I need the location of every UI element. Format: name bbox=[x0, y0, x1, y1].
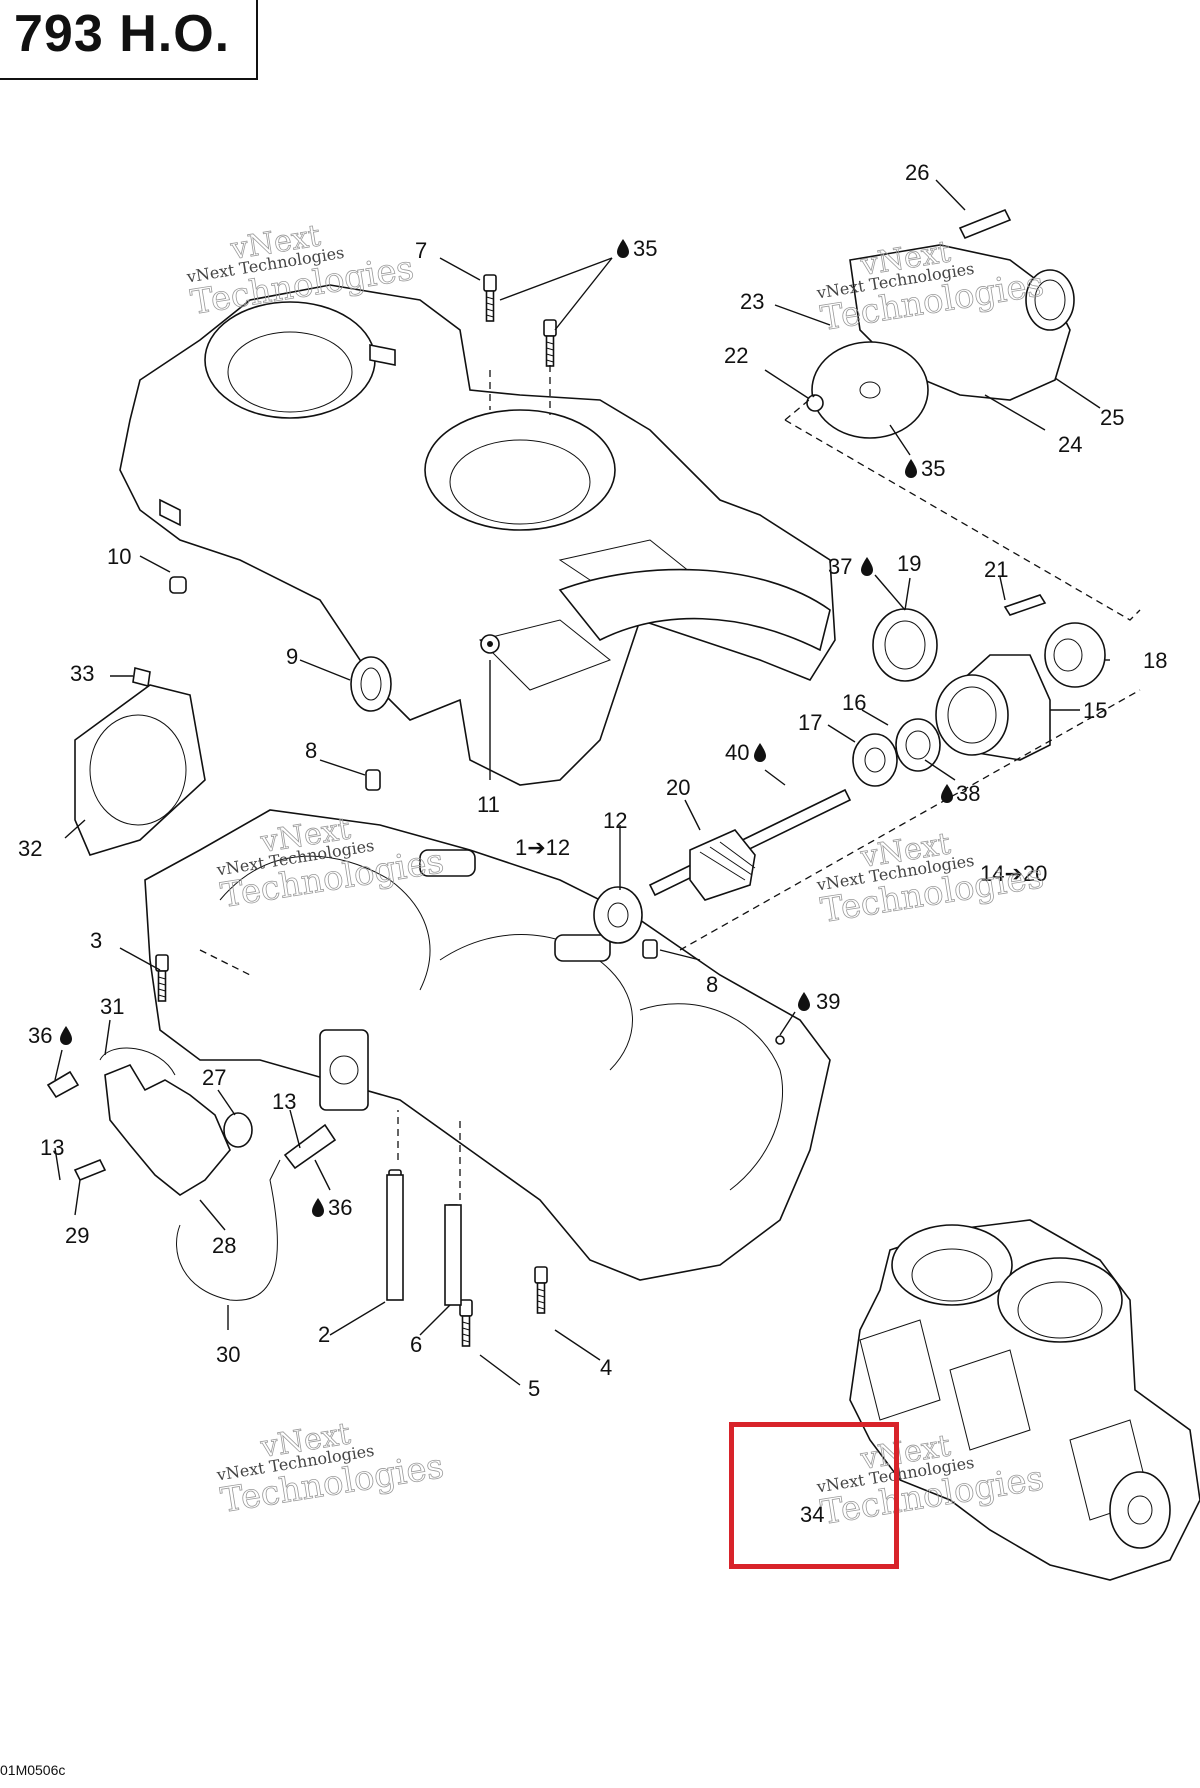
water-pump-housing bbox=[806, 208, 1075, 439]
seal-and-housing-group bbox=[852, 594, 1106, 787]
leader-lines bbox=[54, 179, 1110, 1386]
callout-32: 32 bbox=[18, 836, 42, 861]
lubricant-drop-icon bbox=[617, 239, 629, 258]
callout-10: 10 bbox=[107, 544, 131, 569]
lower-crankcase bbox=[144, 809, 831, 1281]
callout-31: 31 bbox=[100, 994, 124, 1019]
lubricant-drop-icon bbox=[941, 784, 953, 803]
callout-25: 25 bbox=[1100, 405, 1124, 430]
callout-15: 15 bbox=[1083, 698, 1107, 723]
upper-crankcase bbox=[119, 284, 836, 786]
callout-35-pump: 35 bbox=[921, 456, 945, 481]
callout-16: 16 bbox=[842, 690, 866, 715]
callout-17: 17 bbox=[798, 710, 822, 735]
lubricant-drop-icon bbox=[312, 1198, 324, 1217]
callout-23: 23 bbox=[740, 289, 764, 314]
callout-13-right: 13 bbox=[272, 1089, 296, 1114]
callout-36-right: 36 bbox=[328, 1195, 352, 1220]
callout-1-to-12: 1➔12 bbox=[515, 835, 570, 860]
lubricant-drop-icon bbox=[754, 743, 766, 762]
callout-24: 24 bbox=[1058, 432, 1082, 457]
highlight-box bbox=[729, 1422, 899, 1569]
callout-5: 5 bbox=[528, 1376, 540, 1401]
dashed-guides bbox=[199, 365, 1141, 1200]
small-parts bbox=[46, 576, 392, 1301]
callout-35-top: 35 bbox=[633, 236, 657, 261]
callout-18: 18 bbox=[1143, 648, 1167, 673]
callout-13-left: 13 bbox=[40, 1135, 64, 1160]
lubricant-drop-icon bbox=[798, 992, 810, 1011]
callout-22: 22 bbox=[724, 343, 748, 368]
lubricant-drop-icon bbox=[60, 1026, 72, 1045]
callout-34: 34 bbox=[800, 1502, 824, 1527]
drive-shaft-and-gear bbox=[593, 788, 852, 959]
callout-39: 39 bbox=[816, 989, 840, 1014]
fasteners bbox=[155, 274, 557, 1347]
callout-26: 26 bbox=[905, 160, 929, 185]
callout-8-lower: 8 bbox=[706, 972, 718, 997]
callout-27: 27 bbox=[202, 1065, 226, 1090]
diagram-title: 793 H.O. bbox=[14, 5, 231, 63]
callout-21: 21 bbox=[984, 557, 1008, 582]
callout-3: 3 bbox=[90, 928, 102, 953]
callout-4: 4 bbox=[600, 1355, 612, 1380]
title-box: 793 H.O. bbox=[0, 0, 258, 80]
callout-29: 29 bbox=[65, 1223, 89, 1248]
assembled-engine-illustration bbox=[849, 1219, 1200, 1581]
side-cover bbox=[74, 666, 206, 856]
callout-37: 37 bbox=[828, 554, 852, 579]
callout-14-to-20: 14➔20 bbox=[980, 861, 1047, 886]
callout-labels: 26 7 35 23 22 25 24 35 10 37 19 21 18 15… bbox=[18, 160, 1167, 1527]
callout-2: 2 bbox=[318, 1322, 330, 1347]
figure-code: 01M0506c bbox=[0, 1762, 66, 1778]
callout-33: 33 bbox=[70, 661, 94, 686]
callout-38: 38 bbox=[956, 781, 980, 806]
callout-30: 30 bbox=[216, 1342, 240, 1367]
lubricant-drop-icon bbox=[861, 557, 873, 576]
callout-28: 28 bbox=[212, 1233, 236, 1258]
callout-19: 19 bbox=[897, 551, 921, 576]
lubricant-drop-icon bbox=[905, 459, 917, 478]
callout-40: 40 bbox=[725, 740, 749, 765]
callout-8-upper: 8 bbox=[305, 738, 317, 763]
callout-11: 11 bbox=[477, 792, 500, 817]
callout-36-left: 36 bbox=[28, 1023, 52, 1048]
callout-7: 7 bbox=[415, 238, 427, 263]
callout-6: 6 bbox=[410, 1332, 422, 1357]
callout-9: 9 bbox=[286, 644, 298, 669]
callout-12: 12 bbox=[603, 808, 627, 833]
callout-20: 20 bbox=[666, 775, 690, 800]
